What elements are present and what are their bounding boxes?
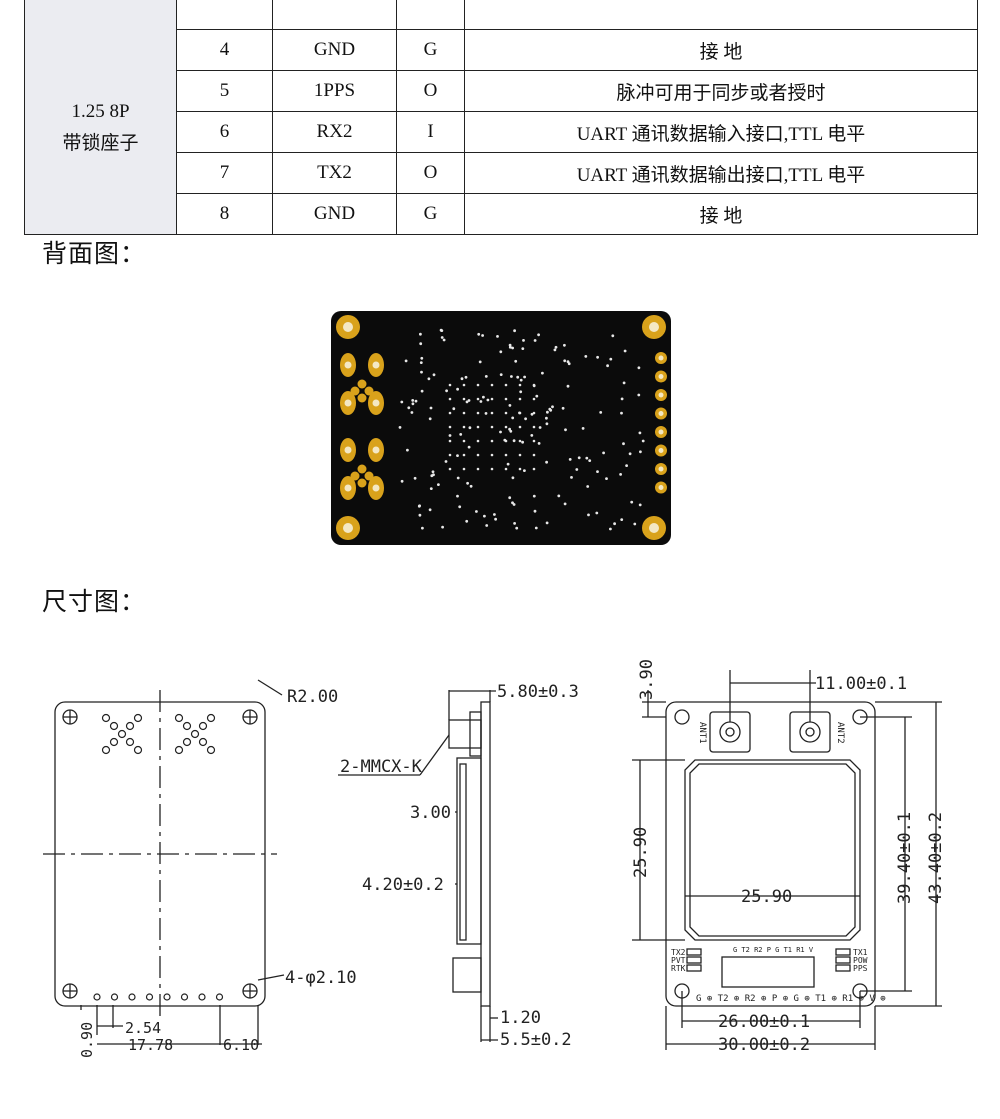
pin-name: 1PPS <box>272 70 397 112</box>
table-row: 1.25 8P 带锁座子 <box>24 0 978 235</box>
dim-580: 5.80±0.3 <box>497 682 579 702</box>
pin-io: I <box>396 111 465 153</box>
back-view-heading: 背面图： <box>42 241 147 268</box>
pin-name: RX2 <box>272 111 397 153</box>
pin-io: O <box>396 70 465 112</box>
pcb-board <box>331 311 671 545</box>
dim-420: 4.20±0.2 <box>362 875 444 895</box>
led-label-pps: PPS <box>853 964 868 973</box>
pin-desc: 脉冲可用于同步或者授时 <box>464 70 978 112</box>
led-rects-left <box>686 948 702 972</box>
table-row: 6 RX2 I UART 通讯数据输入接口,TTL 电平 <box>25 111 978 153</box>
pin-header-label: G T2 R2 P G T1 R1 V <box>733 946 814 954</box>
pin-number: 7 <box>176 152 273 194</box>
table-row: 5 1PPS O 脉冲可用于同步或者授时 <box>25 70 978 112</box>
dimension-drawing: R2.00 4-φ2.10 2.54 17.78 6.10 0.90 5.80±… <box>43 659 946 1058</box>
dimension-view-heading: 尺寸图： <box>42 589 147 616</box>
dim-300: 3.00 <box>410 803 451 823</box>
pin-desc: UART 通讯数据输出接口,TTL 电平 <box>464 152 978 194</box>
pin-desc <box>464 0 978 30</box>
dim-2590-vertical: 25.90 <box>631 827 651 878</box>
led-label-pow: POW <box>853 956 868 965</box>
dim-254: 2.54 <box>125 1019 161 1037</box>
side-view <box>338 690 498 1042</box>
ant1-label: ANT1 <box>697 722 707 744</box>
connector-label: 2-MMCX-K <box>340 757 423 777</box>
dim-390: 3.90 <box>637 659 657 700</box>
led-label-tx2: TX2 <box>671 948 686 957</box>
pin-name: GND <box>272 29 397 71</box>
mmcx-pads <box>340 353 384 500</box>
connector-cell: 1.25 8P 带锁座子 <box>24 0 177 235</box>
dim-610: 6.10 <box>223 1036 259 1054</box>
pin-io: G <box>396 193 465 235</box>
pin-holes <box>93 993 224 1001</box>
pin-name: TX2 <box>272 152 397 194</box>
dim-120: 1.20 <box>500 1008 541 1028</box>
dim-1100: 11.00±0.1 <box>815 674 907 694</box>
pin-desc: UART 通讯数据输入接口,TTL 电平 <box>464 111 978 153</box>
pin-io: G <box>396 29 465 71</box>
connector-lock: 带锁座子 <box>62 132 139 154</box>
pin-io: O <box>396 152 465 194</box>
led-label-pvt: PVT <box>671 956 686 965</box>
corner-holes <box>62 709 258 999</box>
connector-type: 1.25 8P <box>71 100 130 122</box>
table-row: 8 GND G 接 地 <box>25 193 978 235</box>
corner-radius-label: R2.00 <box>287 687 338 707</box>
dim-2600: 26.00±0.1 <box>718 1012 810 1032</box>
pin-number: 8 <box>176 193 273 235</box>
pin-number: 4 <box>176 29 273 71</box>
dim-1778: 17.78 <box>128 1036 173 1054</box>
pcb-vias <box>398 328 645 531</box>
pin-desc: 接 地 <box>464 193 978 235</box>
pin-number: 5 <box>176 70 273 112</box>
dim-2590-horizontal: 25.90 <box>741 887 792 907</box>
pin-number: 6 <box>176 111 273 153</box>
mmcx-footprints <box>101 713 216 755</box>
pin-name <box>272 0 397 30</box>
pin-io <box>396 0 465 30</box>
holes-label: 4-φ2.10 <box>285 968 357 988</box>
pin-number <box>176 0 273 30</box>
dim-3940: 39.40±0.1 <box>895 812 915 904</box>
pin-desc: 接 地 <box>464 29 978 71</box>
dim-55: 5.5±0.2 <box>500 1030 572 1050</box>
front-view <box>43 679 285 1045</box>
edge-pads <box>655 352 667 494</box>
dim-3000: 30.00±0.2 <box>718 1035 810 1055</box>
led-label-tx1: TX1 <box>853 948 868 957</box>
led-label-rtk: RTK <box>671 964 686 973</box>
pin-row-label: G ⊕ T2 ⊕ R2 ⊕ P ⊕ G ⊕ T1 ⊕ R1 ⊕ V ⊕ <box>696 994 886 1004</box>
dim-4340: 43.40±0.2 <box>926 812 946 904</box>
dim-090: 0.90 <box>78 1022 96 1058</box>
pcb-back-photo <box>331 311 671 545</box>
top-view <box>632 670 942 1050</box>
ant2-label: ANT2 <box>835 722 845 744</box>
led-rects-right <box>835 948 851 972</box>
pin-table: 1.25 8P 带锁座子 4 GND G 接 地 5 1PPS O 脉冲可用于同… <box>24 0 978 235</box>
pin-name: GND <box>272 193 397 235</box>
